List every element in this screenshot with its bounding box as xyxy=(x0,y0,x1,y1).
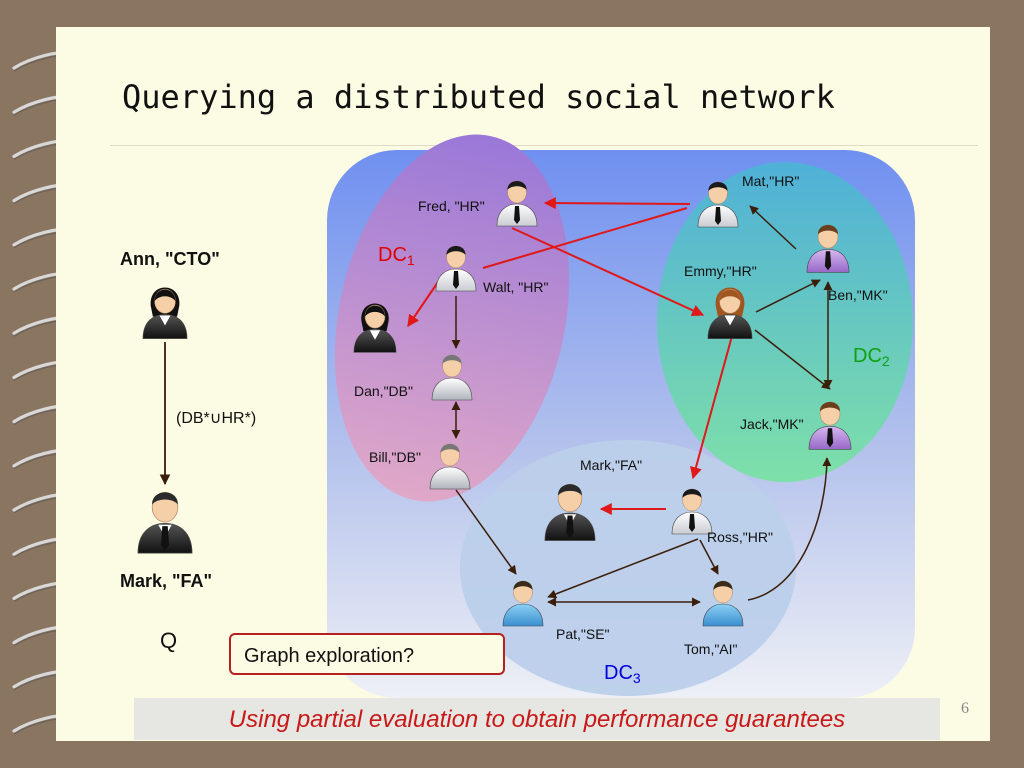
page-number: 6 xyxy=(961,700,969,717)
hair-shape xyxy=(713,581,733,590)
person-icon-mark-query xyxy=(137,492,193,554)
edge-walt-ann xyxy=(407,281,439,327)
hair-shape xyxy=(507,181,527,190)
hair-shape xyxy=(442,355,462,364)
dc2-label: DC2 xyxy=(853,345,890,369)
edge-fred-mat xyxy=(543,197,691,210)
footer-text: Using partial evaluation to obtain perfo… xyxy=(228,706,846,733)
fringe-shape xyxy=(719,289,741,302)
edge-fred-emmy xyxy=(511,227,705,316)
hair-shape xyxy=(818,225,838,235)
edge-walt-mat xyxy=(482,207,688,269)
person-icon-pat xyxy=(502,580,544,627)
body-shape xyxy=(707,314,753,339)
node-label-tom: Tom,"AI" xyxy=(684,641,738,657)
title-divider xyxy=(110,145,978,146)
body-shape xyxy=(502,603,544,627)
person-icon-ross xyxy=(671,488,713,535)
edge-tom-jack xyxy=(747,457,832,601)
tie-shape xyxy=(826,428,834,448)
collar-shape xyxy=(159,315,171,326)
person-icon-emmy xyxy=(707,287,753,339)
graph-exploration-box: Graph exploration? xyxy=(229,633,505,675)
query-target-label: Mark, "FA" xyxy=(120,571,213,591)
node-label-ben: Ben,"MK" xyxy=(828,287,888,303)
footer-banner: Using partial evaluation to obtain perfo… xyxy=(134,698,940,740)
person-icon-walt xyxy=(435,245,477,292)
dc3-label: DC3 xyxy=(604,662,641,686)
person-icon-jack xyxy=(808,401,852,450)
fringe-shape xyxy=(365,305,385,317)
node-label-pat: Pat,"SE" xyxy=(556,626,610,642)
tie-shape xyxy=(689,514,695,532)
graph-exploration-text: Graph exploration? xyxy=(244,645,415,667)
person-icon-tom xyxy=(702,580,744,627)
node-label-fred: Fred, "HR" xyxy=(418,198,485,214)
node-label-jack: Jack,"MK" xyxy=(740,416,804,432)
hair-shape xyxy=(708,182,728,191)
query-name: Q xyxy=(160,628,178,653)
tie-shape xyxy=(160,526,170,551)
node-label-emmy: Emmy,"HR" xyxy=(684,263,757,279)
hair-shape xyxy=(513,581,533,590)
node-label-mark: Mark,"FA" xyxy=(580,457,643,473)
edge-emmy-ben xyxy=(755,279,821,313)
body-shape xyxy=(429,466,471,490)
person-icon-ann xyxy=(142,287,188,339)
dc2-region xyxy=(657,162,913,482)
node-label-bill: Bill,"DB" xyxy=(369,449,421,465)
tie-shape xyxy=(453,271,459,289)
hair-shape xyxy=(682,489,702,498)
body-shape xyxy=(702,603,744,627)
hair-shape xyxy=(440,444,460,453)
dc1-label: DC1 xyxy=(378,244,415,268)
dc3-region xyxy=(460,440,796,696)
person-icon-fred xyxy=(496,180,538,227)
edge-ross-tom xyxy=(699,539,719,575)
tie-shape xyxy=(514,206,520,224)
tie-shape xyxy=(824,251,832,271)
edge-ross-pat xyxy=(547,538,699,599)
fringe-shape xyxy=(154,289,176,302)
person-icon-bill xyxy=(429,443,471,490)
edge-bill-pat xyxy=(455,489,517,575)
node-label-dan: Dan,"DB" xyxy=(354,383,413,399)
slide-title: Querying a distributed social network xyxy=(122,78,835,116)
collar-shape xyxy=(724,315,736,326)
hair-shape xyxy=(558,484,582,496)
query-source-label: Ann, "CTO" xyxy=(120,249,220,269)
person-icon-mark-fa xyxy=(544,483,596,541)
edge-emmy-jack xyxy=(754,329,831,390)
query-edge-label: (DB*∪HR*) xyxy=(176,410,257,427)
body-shape xyxy=(142,314,188,339)
node-label-walt: Walt, "HR" xyxy=(483,279,549,295)
person-icon-ben xyxy=(806,224,850,273)
body-shape xyxy=(431,377,473,401)
person-icon-dan xyxy=(431,354,473,401)
hair-shape xyxy=(820,402,840,412)
edge-emmy-ross xyxy=(690,335,733,480)
tie-shape xyxy=(566,515,574,538)
node-label-ross: Ross,"HR" xyxy=(707,529,773,545)
person-icon-mat xyxy=(697,181,739,228)
tie-shape xyxy=(715,207,721,225)
hair-shape xyxy=(446,246,466,255)
node-label-mat: Mat,"HR" xyxy=(742,173,800,189)
hair-shape xyxy=(152,492,178,505)
person-icon-ann-dc1 xyxy=(353,303,397,353)
body-shape xyxy=(353,328,397,353)
edge-ben-mat xyxy=(749,205,797,250)
collar-shape xyxy=(369,330,381,340)
